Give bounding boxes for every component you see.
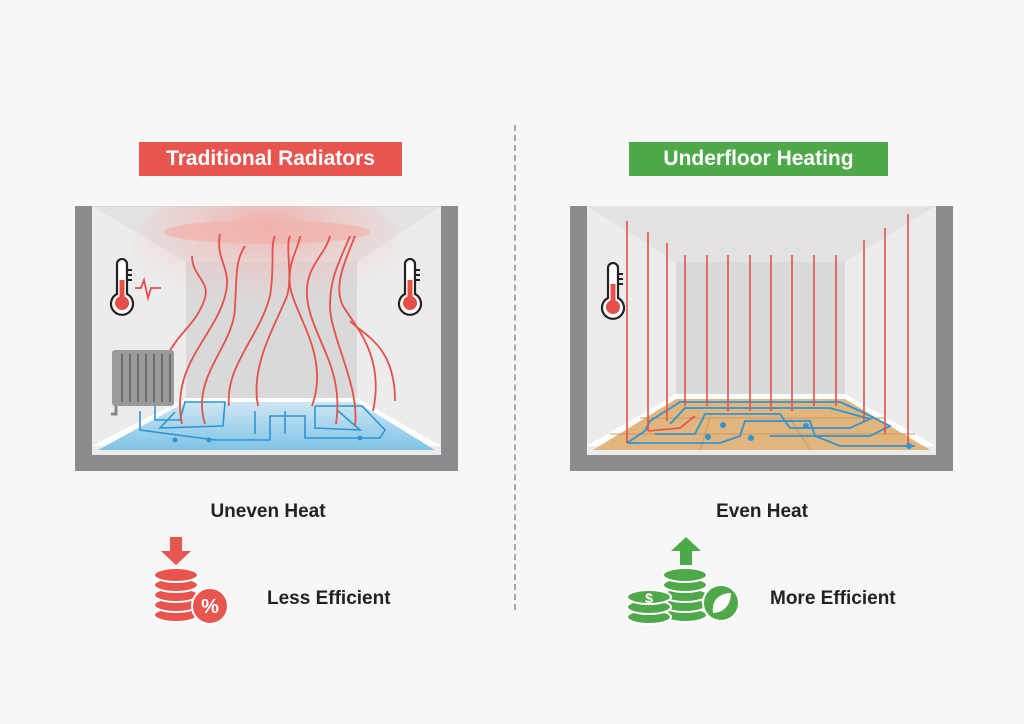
svg-text:%: %: [201, 596, 219, 618]
more-efficient-label: More Efficient: [770, 588, 896, 609]
thermometer-fluctuating-icon: [109, 258, 161, 316]
thermometer-icon: [600, 262, 626, 320]
underfloor-room-illustration: [570, 206, 953, 471]
divider: [514, 125, 516, 610]
svg-text:$: $: [645, 590, 653, 606]
radiator-icon: [111, 350, 174, 416]
uneven-heat-label: Uneven Heat: [210, 501, 326, 522]
coins-down-percent-icon: %: [153, 537, 229, 625]
thermometer-icon: [397, 258, 423, 316]
less-efficient-label: Less Efficient: [267, 588, 391, 609]
even-heat-label: Even Heat: [716, 501, 808, 522]
radiator-room-illustration: [75, 206, 458, 471]
coins-up-leaf-icon: $: [626, 537, 740, 625]
traditional-radiators-title: Traditional Radiators: [139, 142, 402, 176]
underfloor-heating-title: Underfloor Heating: [629, 142, 888, 176]
